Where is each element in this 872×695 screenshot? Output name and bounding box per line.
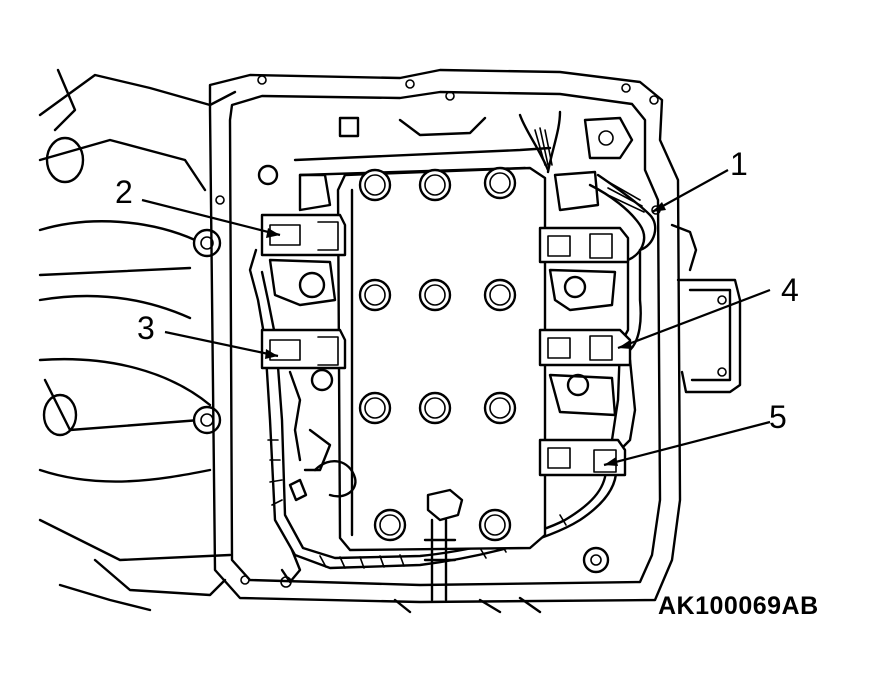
lower-fittings — [313, 459, 542, 614]
leader-4 — [617, 288, 771, 350]
leader-2 — [141, 198, 281, 237]
leader-lines — [141, 169, 771, 467]
valve-body-flange — [208, 68, 682, 604]
leader-3 — [164, 330, 279, 358]
callout-4: 4 — [781, 272, 799, 308]
callout-3: 3 — [137, 310, 155, 346]
right-solenoids — [538, 170, 645, 477]
plate-bolts — [358, 166, 517, 542]
callout-5: 5 — [769, 399, 787, 435]
callout-2: 2 — [115, 174, 133, 210]
transmission-case-left — [38, 68, 237, 612]
leader-5 — [603, 420, 771, 467]
right-bracket — [670, 223, 742, 394]
callout-1: 1 — [730, 146, 748, 182]
leader-1 — [651, 169, 729, 213]
left-solenoids — [260, 173, 347, 472]
valve-plate — [336, 166, 547, 552]
figure-code: AK100069AB — [658, 592, 819, 620]
